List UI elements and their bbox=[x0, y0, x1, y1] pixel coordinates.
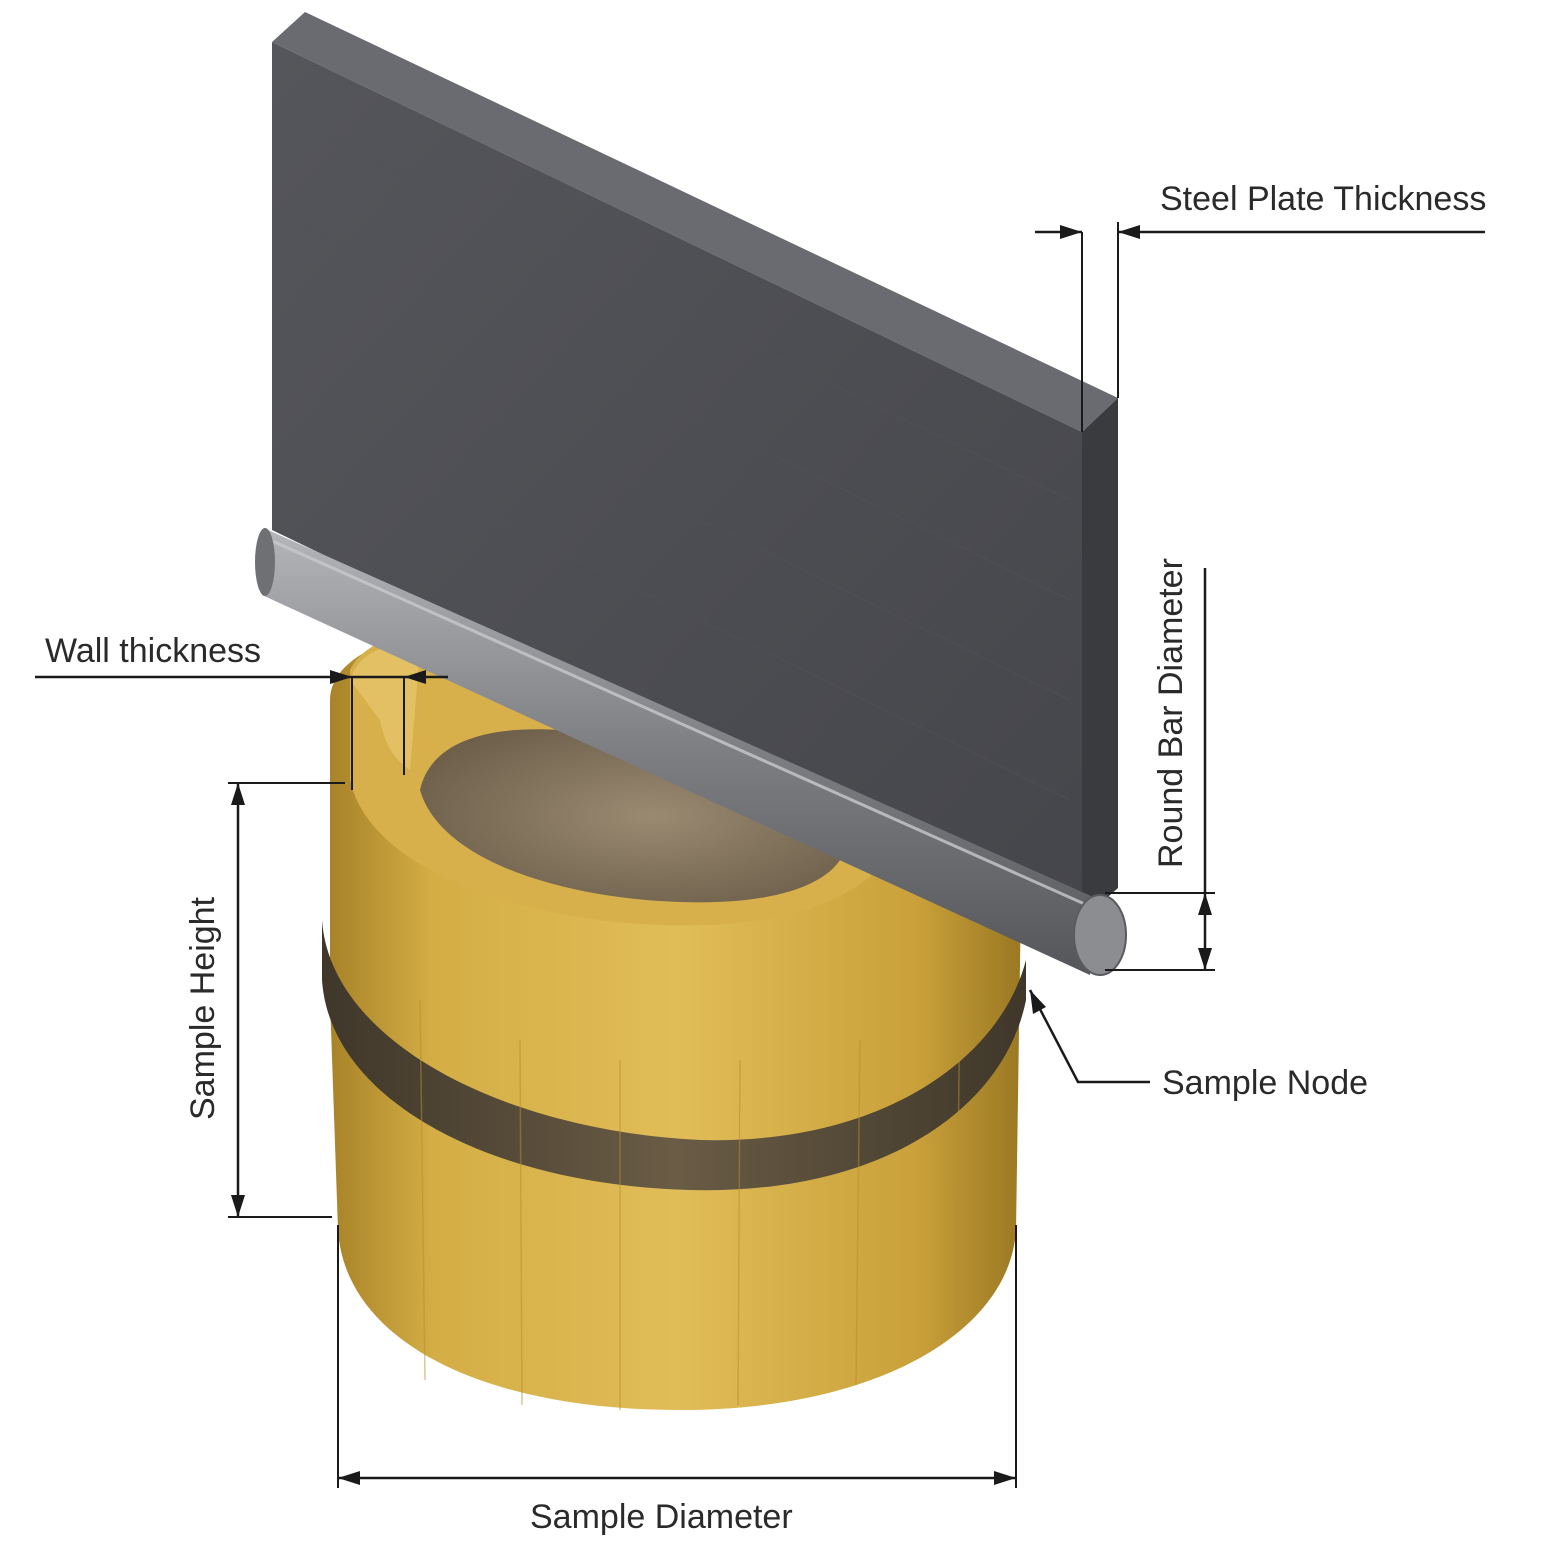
label-wall-thickness: Wall thickness bbox=[45, 632, 261, 670]
label-sample-height: Sample Height bbox=[184, 896, 222, 1120]
dim-steel-plate-thickness: Steel Plate Thickness bbox=[1035, 180, 1486, 432]
label-steel-plate-thickness: Steel Plate Thickness bbox=[1160, 180, 1486, 218]
plate-front-face bbox=[272, 42, 1082, 920]
round-bar bbox=[255, 528, 1127, 976]
plate-top-face bbox=[272, 12, 1118, 432]
plate-side-face bbox=[1082, 398, 1118, 920]
dim-sample-diameter: Sample Diameter bbox=[337, 1225, 1017, 1536]
sample-cavity bbox=[420, 729, 840, 903]
steel-plate bbox=[272, 12, 1118, 920]
dim-round-bar-diameter: Round Bar Diameter bbox=[1105, 558, 1215, 971]
dim-sample-height: Sample Height bbox=[184, 782, 345, 1218]
label-sample-node: Sample Node bbox=[1162, 1064, 1368, 1102]
sample-node-band bbox=[322, 920, 1026, 1191]
round-bar-body bbox=[262, 530, 1100, 975]
dim-wall-thickness: Wall thickness bbox=[35, 632, 448, 790]
round-bar-end bbox=[1073, 894, 1127, 976]
label-sample-diameter: Sample Diameter bbox=[530, 1498, 793, 1536]
label-round-bar-diameter: Round Bar Diameter bbox=[1152, 558, 1190, 868]
leader-sample-node: Sample Node bbox=[1028, 989, 1368, 1102]
